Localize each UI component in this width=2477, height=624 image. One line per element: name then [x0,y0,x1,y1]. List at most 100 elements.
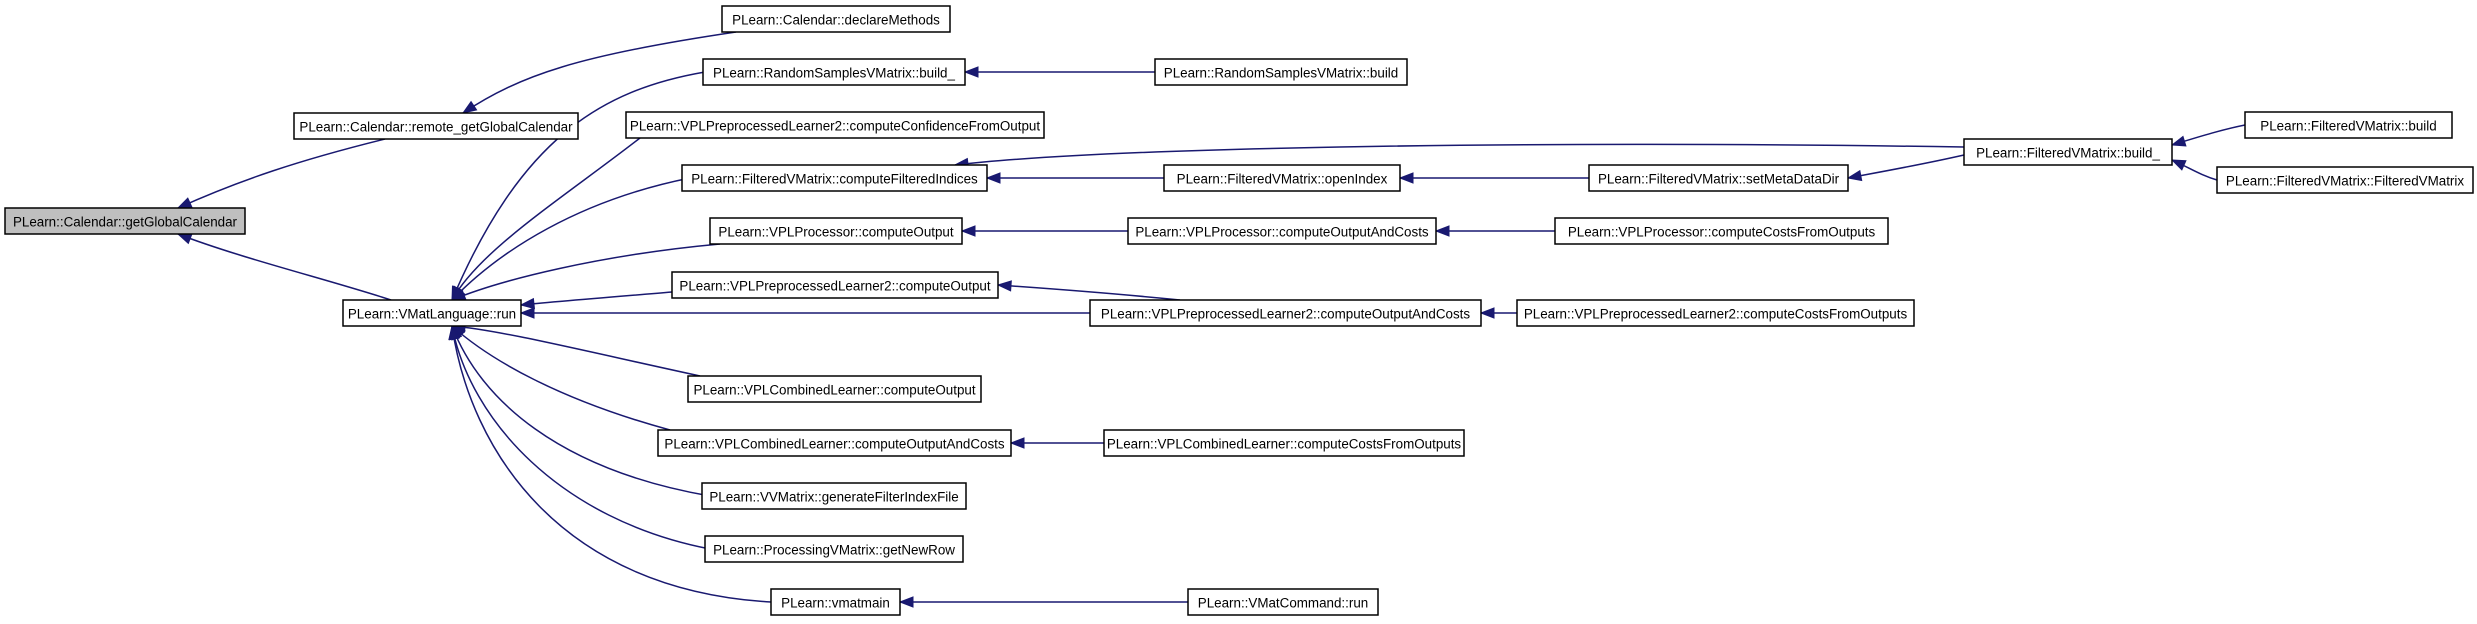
arrowhead-icon [176,233,193,245]
node-box[interactable] [721,5,951,33]
node-VPLComb_computeOutputAndCosts[interactable]: PLearn::VPLCombinedLearner::computeOutpu… [657,429,1012,457]
node-box[interactable] [1554,217,1889,245]
node-box[interactable] [1089,299,1482,327]
node-box[interactable] [293,112,579,140]
node-box[interactable] [1163,164,1401,192]
edge-VPLPre2_computeOutput-to-VMatLanguage_run [519,291,673,310]
arrowhead-icon [2170,159,2187,171]
edge-line [1847,154,1965,179]
arrowhead-icon [898,596,914,608]
edge-line [954,143,1965,166]
edge-VMatCommand_run-to-vmatmain [898,596,1189,608]
edge-RandomSamples_build-to-RandomSamples_build_ [963,66,1155,78]
arrowhead-icon [963,66,979,78]
node-box[interactable] [4,207,246,235]
node-box[interactable] [687,375,982,403]
node-Processing_getNewRow[interactable]: PLearn::ProcessingVMatrix::getNewRow [704,535,964,563]
node-VPLComb_computeCostsFromOutputs[interactable]: PLearn::VPLCombinedLearner::computeCosts… [1103,429,1465,457]
arrowhead-icon [1434,225,1450,237]
node-declareMethods[interactable]: PLearn::Calendar::declareMethods [721,5,951,33]
node-box[interactable] [1103,429,1465,457]
node-label: PLearn::VMatCommand::run [1198,596,1368,611]
edge-Filtered_build-to-Filtered_build_ [2170,124,2246,147]
node-box[interactable] [770,588,901,616]
node-box[interactable] [1154,58,1408,86]
node-box[interactable] [704,535,964,563]
node-VPLProc_computeOutputAndCosts[interactable]: PLearn::VPLProcessor::computeOutputAndCo… [1127,217,1437,245]
node-label: PLearn::VPLPreprocessedLearner2::compute… [1524,307,1908,322]
edge-VPLProc_computeCostsFromOutputs-to-VPLProc_computeOutputAndCosts [1434,225,1555,237]
node-label: PLearn::FilteredVMatrix::FilteredVMatrix [2226,174,2464,189]
node-RandomSamples_build_[interactable]: PLearn::RandomSamplesVMatrix::build_ [702,58,966,86]
node-vmatmain[interactable]: PLearn::vmatmain [770,588,901,616]
node-VPLPre2_computeCostsFromOutputs[interactable]: PLearn::VPLPreprocessedLearner2::compute… [1516,299,1915,327]
node-Filtered_computeFilteredIndices[interactable]: PLearn::FilteredVMatrix::computeFiltered… [681,164,988,192]
edge-declareMethods-to-remote_getGlobalCalendar [461,31,737,114]
node-VMatCommand_run[interactable]: PLearn::VMatCommand::run [1187,588,1379,616]
node-getGlobalCalendar[interactable]: PLearn::Calendar::getGlobalCalendar [4,207,246,235]
arrowhead-icon [519,307,535,319]
arrowhead-icon [1846,169,1863,182]
edge-line [997,284,1181,301]
node-box[interactable] [2216,166,2474,194]
edge-line [520,291,673,306]
node-box[interactable] [1516,299,1915,327]
node-label: PLearn::Calendar::declareMethods [732,13,940,28]
node-label: PLearn::VPLProcessor::computeCostsFromOu… [1568,225,1876,240]
node-box[interactable] [2244,111,2453,139]
node-VPLPre2_computeOutput[interactable]: PLearn::VPLPreprocessedLearner2::compute… [671,271,999,299]
node-label: PLearn::ProcessingVMatrix::getNewRow [713,543,955,558]
node-VPLProc_computeOutput[interactable]: PLearn::VPLProcessor::computeOutput [709,217,963,245]
node-VPLProc_computeCostsFromOutputs[interactable]: PLearn::VPLProcessor::computeCostsFromOu… [1554,217,1889,245]
node-label: PLearn::vmatmain [781,596,890,611]
arrowhead-icon [2170,135,2187,147]
node-box[interactable] [342,299,522,327]
node-box[interactable] [1588,164,1849,192]
edge-Filtered_ctor-to-Filtered_build_ [2170,159,2218,181]
node-VPLComb_computeOutput[interactable]: PLearn::VPLCombinedLearner::computeOutpu… [687,375,982,403]
edge-line [451,325,772,603]
node-box[interactable] [1127,217,1437,245]
node-Filtered_ctor[interactable]: PLearn::FilteredVMatrix::FilteredVMatrix [2216,166,2474,194]
node-label: PLearn::VMatLanguage::run [348,307,516,322]
node-VPLPre2_computeOutputAndCosts[interactable]: PLearn::VPLPreprocessedLearner2::compute… [1089,299,1482,327]
node-box[interactable] [625,111,1045,139]
edge-VPLPre2_computeCostsFromOutputs-to-VPLPre2_computeOutputAndCosts [1479,307,1517,319]
node-box[interactable] [701,482,967,510]
nodes-layer: PLearn::Calendar::getGlobalCalendarPLear… [4,5,2474,616]
node-VPLPre2_computeConfidence[interactable]: PLearn::VPLPreprocessedLearner2::compute… [625,111,1045,139]
node-label: PLearn::RandomSamplesVMatrix::build [1164,66,1398,81]
arrowhead-icon [996,280,1012,292]
node-box[interactable] [681,164,988,192]
node-Filtered_build_[interactable]: PLearn::FilteredVMatrix::build_ [1963,138,2173,166]
node-label: PLearn::RandomSamplesVMatrix::build_ [713,66,955,81]
node-remote_getGlobalCalendar[interactable]: PLearn::Calendar::remote_getGlobalCalend… [293,112,579,140]
node-label: PLearn::FilteredVMatrix::build [2260,119,2436,134]
edge-VPLComb_computeOutputAndCosts-to-VMatLanguage_run [450,325,671,431]
edge-remote_getGlobalCalendar-to-getGlobalCalendar [176,138,386,209]
node-label: PLearn::VPLCombinedLearner::computeOutpu… [664,437,1004,452]
node-box[interactable] [1187,588,1379,616]
node-box[interactable] [702,58,966,86]
edge-line [451,325,701,377]
node-Filtered_setMetaDataDir[interactable]: PLearn::FilteredVMatrix::setMetaDataDir [1588,164,1849,192]
node-VMatLanguage_run[interactable]: PLearn::VMatLanguage::run [342,299,522,327]
node-Filtered_build[interactable]: PLearn::FilteredVMatrix::build [2244,111,2453,139]
node-label: PLearn::FilteredVMatrix::build_ [1976,146,2160,161]
node-box[interactable] [657,429,1012,457]
edge-VPLComb_computeOutput-to-VMatLanguage_run [450,321,701,377]
node-label: PLearn::FilteredVMatrix::openIndex [1177,172,1388,187]
node-box[interactable] [1963,138,2173,166]
node-VV_generateFilterIndexFile[interactable]: PLearn::VVMatrix::generateFilterIndexFil… [701,482,967,510]
edge-line [177,138,386,209]
node-label: PLearn::VPLProcessor::computeOutputAndCo… [1135,225,1429,240]
node-label: PLearn::VPLCombinedLearner::computeOutpu… [693,383,975,398]
node-RandomSamples_build[interactable]: PLearn::RandomSamplesVMatrix::build [1154,58,1408,86]
edge-VV_generateFilterIndexFile-to-VMatLanguage_run [451,324,711,497]
node-Filtered_openIndex[interactable]: PLearn::FilteredVMatrix::openIndex [1163,164,1401,192]
node-box[interactable] [709,217,963,245]
arrowhead-icon [176,197,193,209]
edge-line [451,243,721,301]
node-box[interactable] [671,271,999,299]
